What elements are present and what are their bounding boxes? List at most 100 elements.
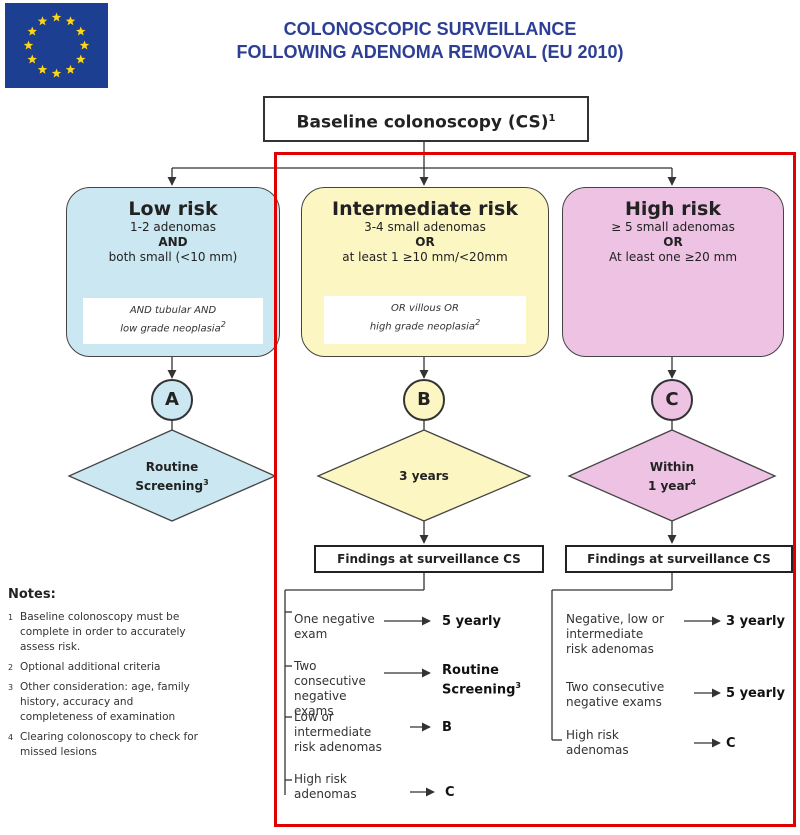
intermediate-risk-note-line2: high grade neoplasia [369,321,476,333]
c-outcome-1-result: 3 yearly [726,614,785,629]
note-item-2: 2 Optional additional criteria [8,660,270,675]
findings-box-b: Findings at surveillance CS [314,545,544,573]
within-one-year-line1: Within [649,460,695,474]
b-outcome-2-result: Routine Screening3 [442,663,521,697]
note-3-number: 3 [8,683,14,692]
baseline-footnote-mark: 1 [548,113,556,124]
note-4-line1: Clearing colonoscopy to check for [20,731,198,743]
note-3-line3: completeness of examination [20,711,176,723]
note-3-line1: Other consideration: age, family [20,681,190,693]
c-outcome-2-cond-line1: Two consecutive [566,680,665,694]
eu-star-icon [27,54,38,64]
c-outcome-1-cond-line1: Negative, low or [566,612,665,626]
b-outcome-2-result-line2: Screening [442,682,516,698]
low-risk-note-line1: AND tubular AND [129,305,217,316]
high-risk-box: High risk ≥ 5 small adenomas OR At least… [562,187,784,357]
intermediate-risk-operator: OR [415,235,435,249]
eu-star-icon [51,12,62,22]
eu-stars-icon [5,3,108,88]
c-outcome-2-result: 5 yearly [726,686,785,701]
eu-star-icon [51,68,62,78]
b-outcome-4-condition: High risk adenomas [294,772,404,802]
pathway-a-circle: A [151,379,193,421]
b-outcome-1-cond-line1: One negative [294,612,375,626]
high-risk-line2: At least one ≥20 mm [608,250,738,264]
eu-star-icon [75,54,86,64]
b-outcome-4-cond-line1: High risk [294,772,347,786]
low-risk-line1: 1-2 adenomas [129,220,216,234]
diagram-title: COLONOSCOPIC SURVEILLANCE FOLLOWING ADEN… [140,18,720,64]
title-line-2: FOLLOWING ADENOMA REMOVAL (EU 2010) [236,42,624,62]
within-one-year-mark: 4 [690,478,697,487]
three-years-label: 3 years [399,469,449,483]
routine-screening-line2: Screening [135,479,204,493]
highlight-frame [274,152,796,827]
c-outcome-2-condition: Two consecutive negative exams [566,680,691,710]
b-outcome-2-mark: 3 [515,681,521,690]
within-one-year-diamond [567,429,777,522]
note-4-number: 4 [8,733,14,742]
routine-screening-label: Routine Screening3 [112,459,232,494]
note-item-1: 1 Baseline colonoscopy must be complete … [8,610,270,655]
routine-screening-line1: Routine [145,460,199,474]
b-outcome-3-cond-line3: risk adenomas [294,740,382,754]
c-outcome-1-cond-line2: intermediate [566,627,644,641]
b-outcome-1-result: 5 yearly [442,614,501,629]
high-risk-line1: ≥ 5 small adenomas [611,220,735,234]
eu-star-icon [37,16,48,26]
within-one-year-label: Within 1 year4 [612,459,732,494]
baseline-colonoscopy-box: Baseline colonoscopy (CS)1 [263,96,589,142]
baseline-label: Baseline colonoscopy (CS) [296,112,549,133]
low-risk-line2: both small (<10 mm) [108,250,238,264]
eu-star-icon [79,40,90,50]
low-risk-criteria-note: AND tubular AND low grade neoplasia2 [83,298,263,344]
b-outcome-3-cond-line2: intermediate [294,725,372,739]
b-outcome-2-cond-line1: Two consecutive [294,659,366,688]
pathway-c-circle: C [651,379,693,421]
note-item-4: 4 Clearing colonoscopy to check for miss… [8,730,270,760]
notes-heading: Notes: [8,587,56,602]
high-risk-operator: OR [663,235,683,249]
routine-screening-diamond [67,429,277,522]
eu-star-icon [27,26,38,36]
eu-star-icon [23,40,34,50]
within-one-year-line2: 1 year [647,479,691,493]
b-outcome-2-condition: Two consecutive negative exams [294,659,389,719]
c-outcome-1-cond-line3: risk adenomas [566,642,654,656]
b-outcome-2-cond-line2: negative exams [294,689,347,718]
b-outcome-2-result-line1: Routine [442,663,499,678]
eu-flag-logo [5,3,108,88]
title-line-1: COLONOSCOPIC SURVEILLANCE [283,19,577,39]
c-outcome-3-cond-line2: adenomas [566,743,629,757]
findings-box-c: Findings at surveillance CS [565,545,793,573]
low-risk-operator: AND [158,235,188,249]
b-outcome-4-cond-line2: adenomas [294,787,357,801]
note-2-line1: Optional additional criteria [20,661,161,673]
low-risk-note-line2: low grade neoplasia [120,323,221,335]
b-outcome-3-condition: Low or intermediate risk adenomas [294,710,404,755]
note-4-line2: missed lesions [20,746,97,758]
notes-panel: Notes: 1 Baseline colonoscopy must be co… [8,586,270,760]
intermediate-risk-line1: 3-4 small adenomas [364,220,486,234]
note-2-number: 2 [8,663,14,672]
b-outcome-3-result: B [442,720,452,735]
note-item-3: 3 Other consideration: age, family histo… [8,680,270,725]
b-outcome-1-condition: One negative exam [294,612,389,642]
note-1-line3: assess risk. [20,641,81,653]
pathway-b-circle: B [403,379,445,421]
eu-star-icon [75,26,86,36]
c-outcome-2-cond-line2: negative exams [566,695,662,709]
b-outcome-4-result: C [445,785,455,800]
intermediate-risk-box: Intermediate risk 3-4 small adenomas OR … [301,187,549,357]
c-outcome-3-cond-line1: High risk [566,728,619,742]
low-risk-title: Low risk [128,198,218,220]
note-1-line2: complete in order to accurately [20,626,186,638]
eu-star-icon [37,64,48,74]
c-outcome-1-condition: Negative, low or intermediate risk adeno… [566,612,686,657]
low-risk-note-mark: 2 [220,320,226,329]
c-outcome-3-condition: High risk adenomas [566,728,686,758]
note-1-number: 1 [8,613,14,622]
c-outcome-3-result: C [726,736,736,751]
low-risk-box: Low risk 1-2 adenomas AND both small (<1… [66,187,280,357]
